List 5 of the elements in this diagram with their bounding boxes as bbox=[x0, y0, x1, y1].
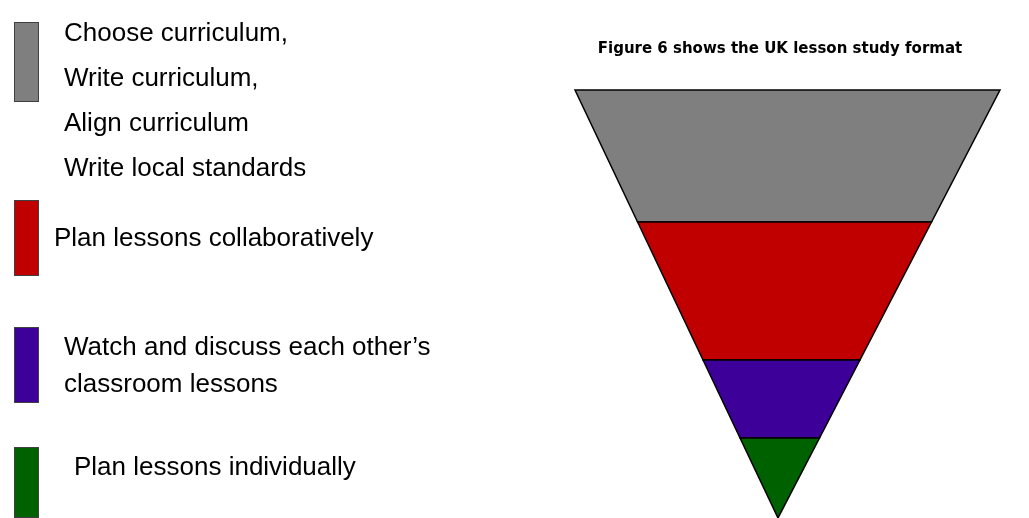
legend-text: Plan lessons individually bbox=[74, 450, 357, 483]
legend-text: Watch and discuss each other’s classroom lessons bbox=[64, 330, 432, 400]
legend-text: Plan lessons collaboratively bbox=[54, 221, 375, 254]
figure-title: Figure 6 shows the UK lesson study format bbox=[596, 38, 964, 59]
legend-text: Choose curriculum, Write curriculum, Align curriculum Write local standards bbox=[64, 16, 308, 184]
